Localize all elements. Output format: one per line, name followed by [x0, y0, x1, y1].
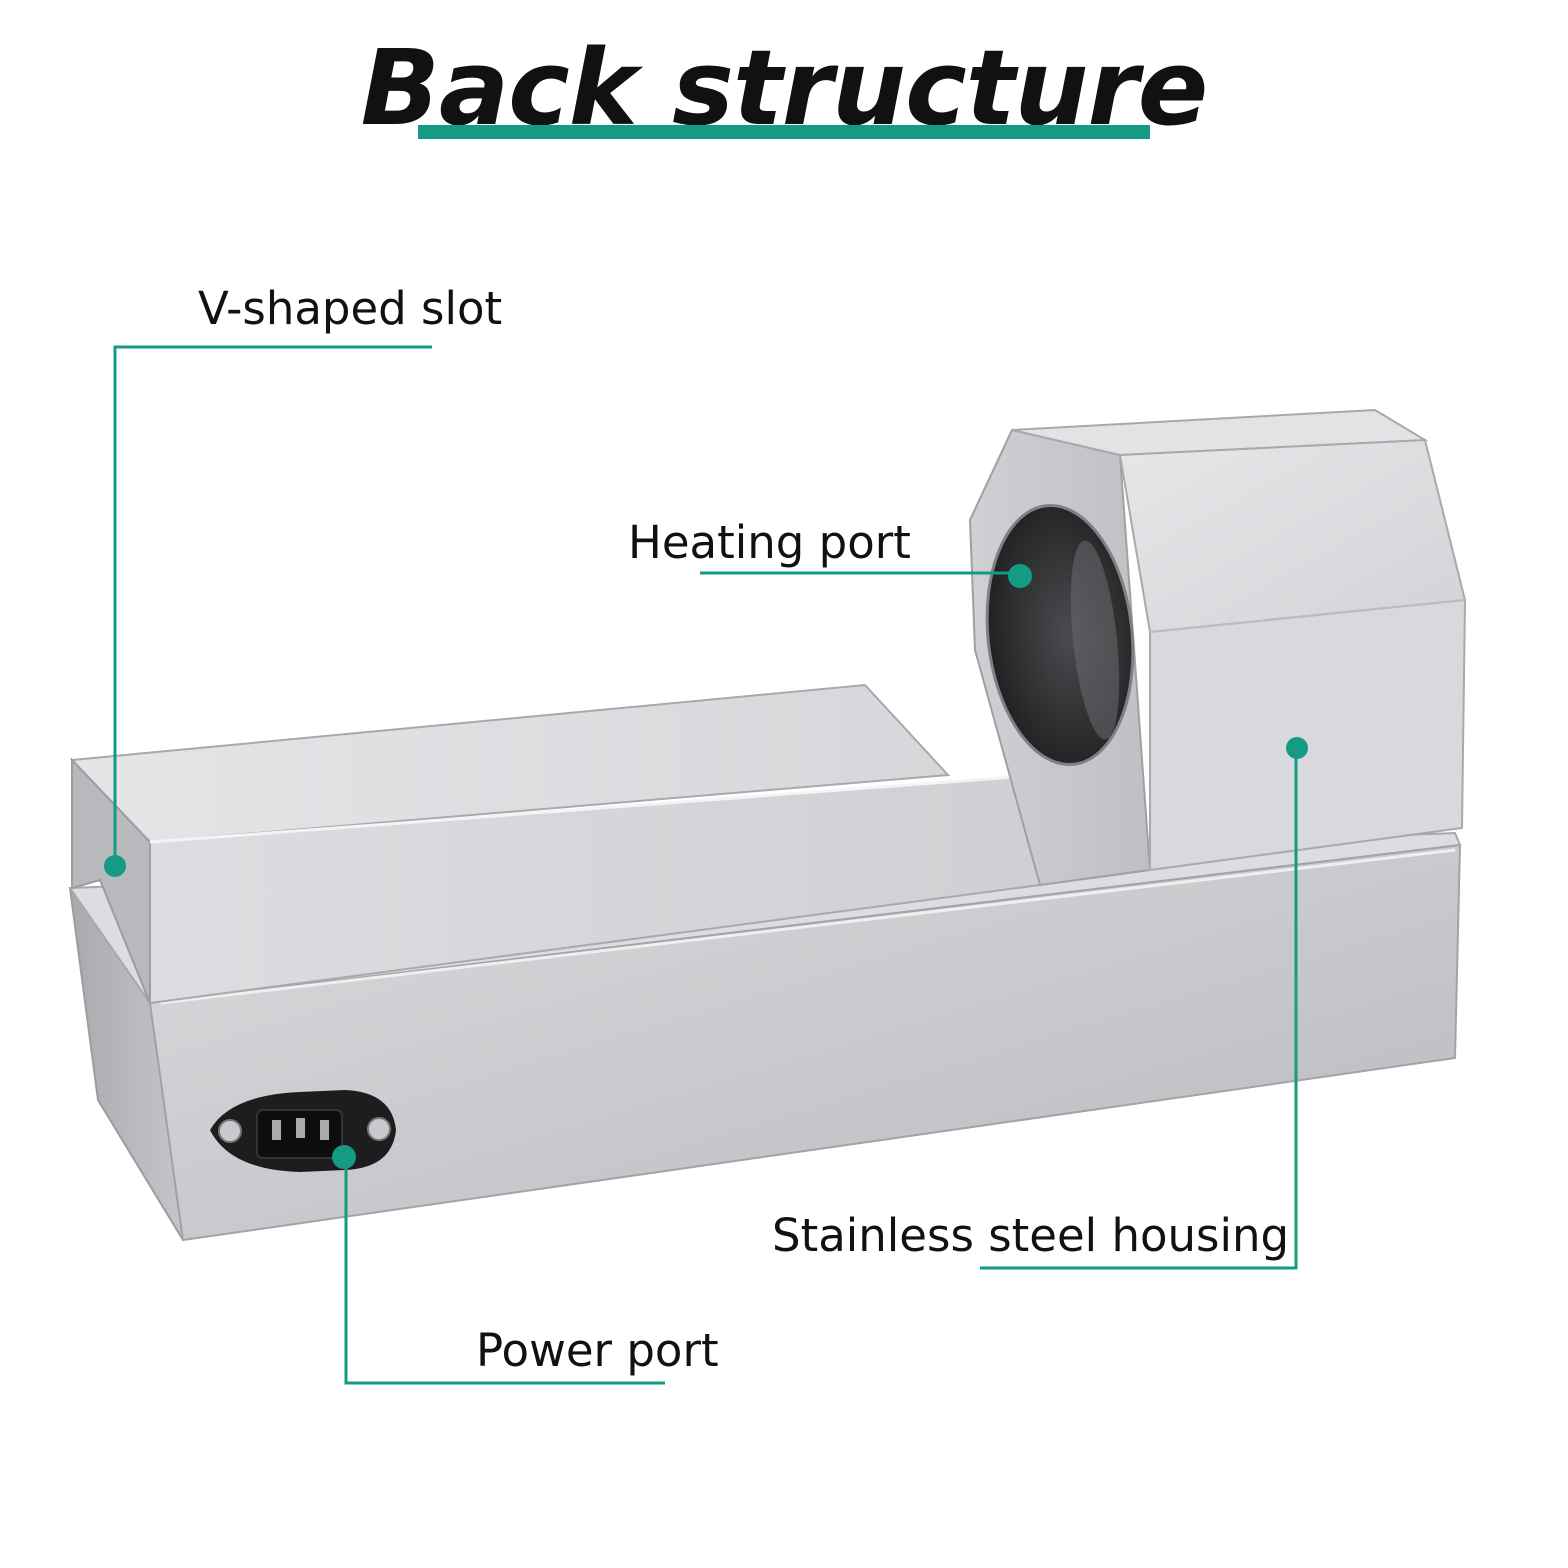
- label-heating-port: Heating port: [628, 516, 911, 569]
- callout-lines: [113, 345, 1298, 1385]
- label-stainless-steel-housing: Stainless steel housing: [772, 1209, 1290, 1262]
- callout-dots: [104, 564, 1308, 1169]
- title-underline: [418, 125, 1150, 139]
- label-power-port: Power port: [476, 1324, 719, 1377]
- label-v-shaped-slot: V-shaped slot: [198, 282, 503, 335]
